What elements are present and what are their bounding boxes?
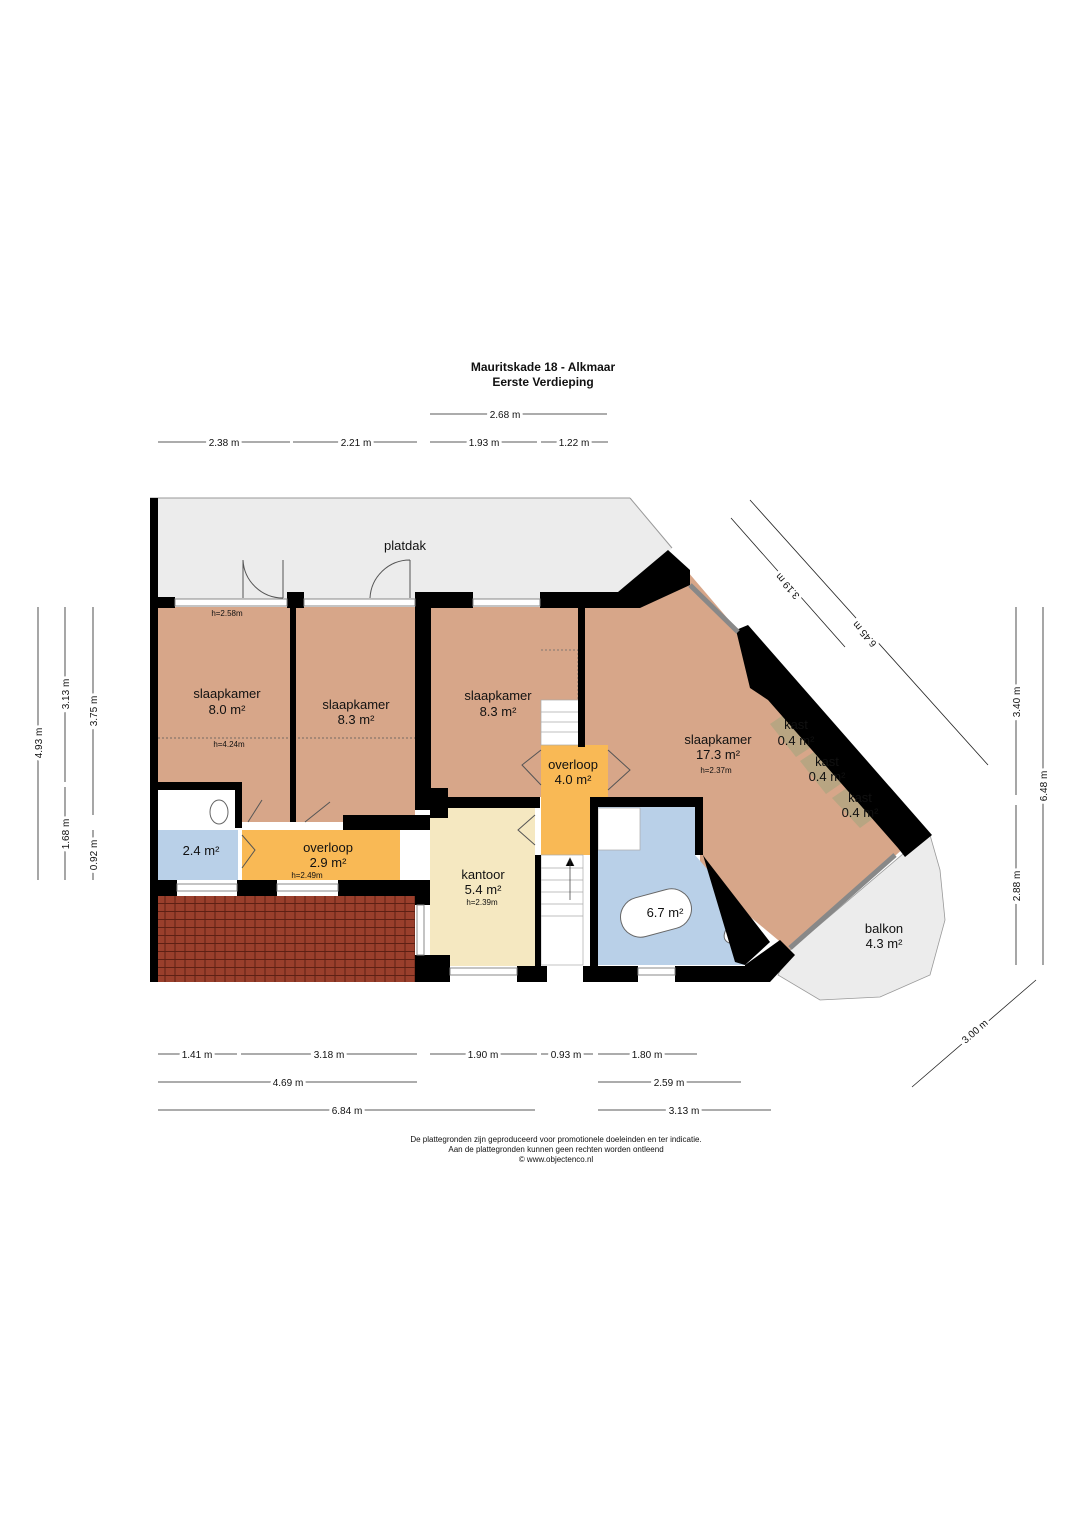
landing-1-area: 2.9 m²: [310, 855, 348, 870]
dim-top-1: 2.38 m: [209, 438, 240, 449]
dim-diag-0: 3.19 m: [774, 571, 803, 601]
landing-1: [242, 830, 400, 880]
bedroom-2: [296, 607, 415, 822]
bedroom-3-name: slaapkamer: [464, 688, 532, 703]
office: [430, 808, 535, 966]
balcony-area: 4.3 m²: [866, 936, 904, 951]
platdak-label: platdak: [384, 538, 426, 553]
balcony: [777, 834, 946, 1001]
toilet-area: 2.4 m²: [183, 843, 221, 858]
dim-bottom-3-1: 3.13 m: [669, 1106, 700, 1117]
doors: [241, 559, 631, 869]
flat-roof: [158, 498, 672, 600]
closet-2-area: 0.4 m²: [809, 769, 847, 784]
dim-top-3: 1.93 m: [469, 438, 500, 449]
landing-2-area: 4.0 m²: [555, 772, 593, 787]
dim-left-2: 3.75 m: [89, 696, 100, 727]
landing-1-name: overloop: [303, 840, 353, 855]
dim-bottom-1-0: 1.41 m: [182, 1050, 213, 1061]
bedroom-4-height: h=2.37m: [700, 766, 732, 775]
dim-bottom-1-1: 3.18 m: [314, 1050, 345, 1061]
balcony-name: balkon: [865, 921, 903, 936]
closet-3-area: 0.4 m²: [842, 805, 880, 820]
bedroom-1-area: 8.0 m²: [209, 702, 247, 717]
dim-right-0: 3.40 m: [1012, 687, 1023, 718]
dim-diag-1: 6.45 m: [851, 619, 880, 649]
closet-1-name: kast: [784, 717, 808, 732]
landing-2-name: overloop: [548, 757, 598, 772]
copyright: © www.objectenco.nl: [519, 1155, 594, 1164]
bedroom-1-name: slaapkamer: [193, 686, 261, 701]
dim-left-1: 3.13 m: [61, 679, 72, 710]
bedroom-1-height: h=2.58m: [211, 609, 243, 618]
landing-1-height: h=2.49m: [291, 871, 323, 880]
disclaimer-line-2: Aan de plattegronden kunnen geen rechten…: [448, 1145, 663, 1154]
bedroom-3-area: 8.3 m²: [480, 704, 518, 719]
office-height: h=2.39m: [466, 898, 498, 907]
dim-bottom-1-2: 1.90 m: [468, 1050, 499, 1061]
bedroom-2-name: slaapkamer: [322, 697, 390, 712]
bedroom-2-area: 8.3 m²: [338, 712, 376, 727]
closet-2-name: kast: [815, 754, 839, 769]
dim-bottom-1-3: 0.93 m: [551, 1050, 582, 1061]
bedroom-4: [585, 572, 915, 950]
bathtub: [620, 888, 692, 938]
dim-top-4: 1.22 m: [559, 438, 590, 449]
plan-title: Mauritskade 18 - Alkmaar: [471, 360, 616, 374]
disclaimer-line-1: De plattegronden zijn geproduceerd voor …: [410, 1135, 701, 1144]
tiled-roof: [150, 896, 415, 982]
plan-subtitle: Eerste Verdieping: [492, 375, 593, 389]
toilet-bowl: [209, 799, 229, 825]
dim-diag-2: 3.00 m: [960, 1018, 990, 1046]
dim-right-2: 2.88 m: [1012, 871, 1023, 902]
bedroom-1-height-2: h=4.24m: [213, 740, 245, 749]
closet-1-area: 0.4 m²: [778, 733, 816, 748]
bedroom-1: [158, 607, 290, 822]
office-name: kantoor: [461, 867, 505, 882]
dim-bottom-2-1: 2.59 m: [654, 1078, 685, 1089]
dim-left-3: 1.68 m: [61, 819, 72, 850]
bedroom-4-name: slaapkamer: [684, 732, 752, 747]
bedroom-4-area: 17.3 m²: [696, 747, 741, 762]
bathroom-area: 6.7 m²: [647, 905, 685, 920]
stairs: [540, 649, 584, 966]
dimension-lines: [37, 413, 1044, 1111]
windows: [174, 583, 897, 976]
closet-3-name: kast: [848, 790, 872, 805]
dim-bottom-1-4: 1.80 m: [632, 1050, 663, 1061]
dim-bottom-2-0: 4.69 m: [273, 1078, 304, 1089]
dim-left-0: 4.93 m: [34, 728, 45, 759]
dim-bottom-3-0: 6.84 m: [332, 1106, 363, 1117]
dim-top-0: 2.68 m: [490, 410, 521, 421]
dim-right-1: 6.48 m: [1039, 771, 1050, 802]
office-area: 5.4 m²: [465, 882, 503, 897]
dim-top-2: 2.21 m: [341, 438, 372, 449]
dim-left-4: 0.92 m: [89, 840, 100, 871]
walls: [150, 498, 932, 982]
